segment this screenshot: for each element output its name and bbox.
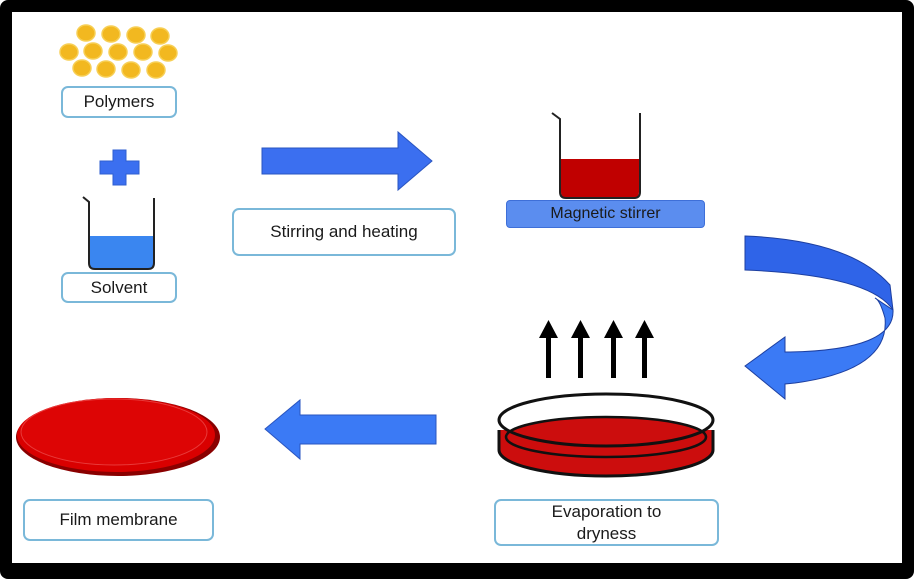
evaporation-arrows-icon (539, 320, 654, 378)
magnetic-stirrer-label-text: Magnetic stirrer (550, 205, 661, 222)
stirring-heating-label: Stirring and heating (232, 208, 456, 256)
beaker-solvent-icon (82, 196, 155, 270)
stirring-heating-label-text: Stirring and heating (270, 222, 418, 241)
plus-icon (99, 149, 140, 186)
arrow-right-icon (261, 130, 433, 192)
curved-arrow-icon (744, 235, 894, 401)
arrow-left-icon (264, 398, 437, 461)
film-membrane-label: Film membrane (23, 499, 214, 541)
film-membrane-label-text: Film membrane (59, 510, 178, 529)
polymers-label: Polymers (61, 86, 177, 118)
evaporation-label-line1: Evaporation to (551, 501, 662, 521)
beaker-solution-icon (551, 112, 641, 199)
solvent-label-text: Solvent (90, 277, 148, 297)
petri-dish-icon (497, 392, 715, 478)
magnetic-stirrer-plate: Magnetic stirrer (506, 200, 705, 228)
polymer-beads-icon (59, 24, 178, 79)
polymers-label-text: Polymers (83, 92, 155, 111)
evaporation-label: Evaporation to dryness (494, 499, 719, 546)
film-membrane-icon (16, 398, 220, 476)
solvent-label: Solvent (61, 272, 177, 303)
evaporation-label-line2: dryness (576, 523, 637, 543)
